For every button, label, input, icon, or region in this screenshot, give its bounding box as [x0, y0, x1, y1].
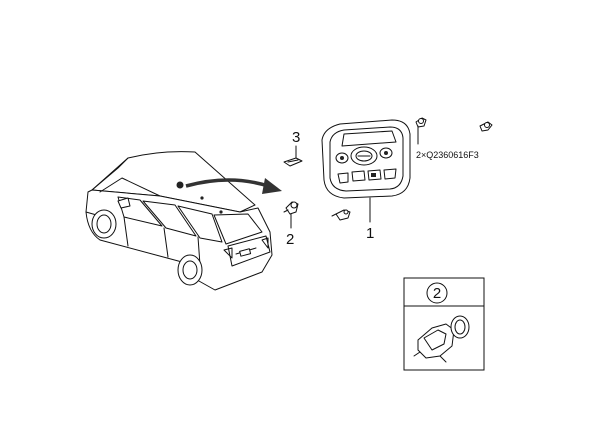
detail-view-box: 2 — [403, 277, 485, 371]
clip-icon — [331, 209, 351, 221]
callout-bulb: 2 — [286, 231, 294, 248]
bulb-icon-small — [415, 117, 427, 145]
vehicle-illustration — [85, 151, 273, 291]
overhead-console — [321, 119, 411, 199]
arrow-icon — [185, 178, 282, 194]
bulb-part-note: 2×Q2360616F3 — [416, 150, 479, 160]
callout-detail-view: 2 — [433, 285, 441, 302]
bulb-icon-detail — [413, 315, 470, 363]
screw-icon — [479, 121, 493, 132]
lens-cover-part — [283, 157, 303, 167]
callout-overhead-console: 1 — [366, 225, 374, 242]
callout-lens-cover: 3 — [292, 129, 300, 146]
bulb-icon — [283, 201, 299, 215]
